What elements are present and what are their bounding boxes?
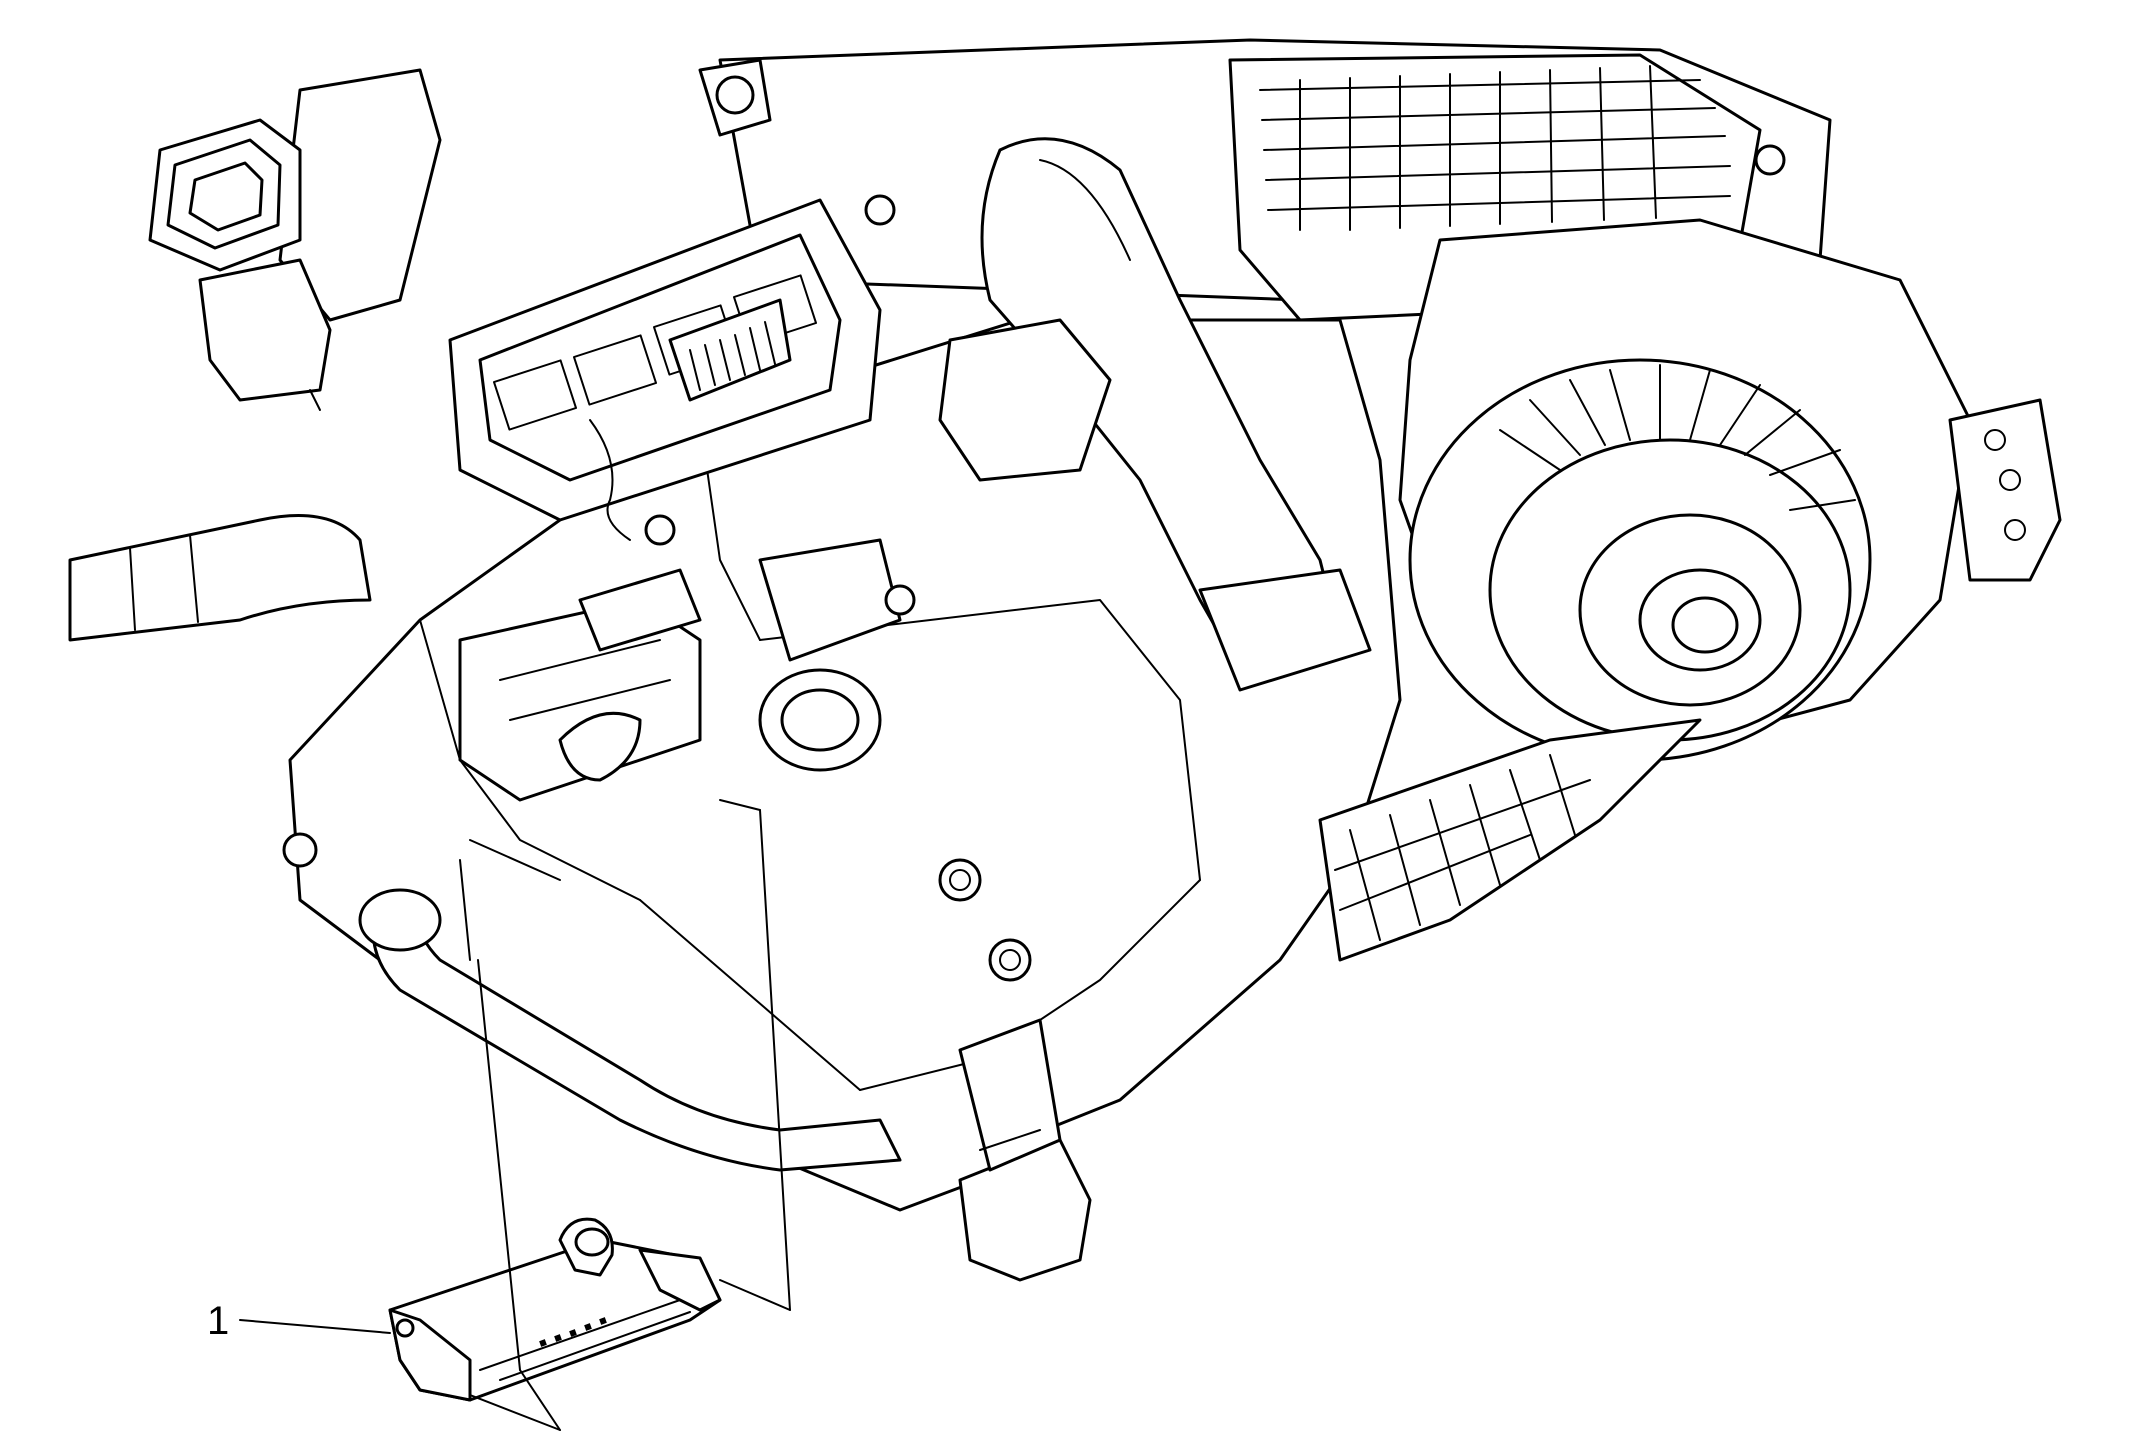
- exploded-part-1: [388, 1217, 722, 1402]
- heater-core-pipe-lower: [358, 668, 902, 1172]
- center-air-duct: [938, 137, 1372, 692]
- callout-1: 1: [207, 1299, 391, 1343]
- callout-1-leader-line: [239, 1319, 391, 1334]
- callout-1-label: 1: [207, 1299, 229, 1343]
- lower-mounting-bracket: [958, 1018, 1092, 1282]
- control-module-connectors: [448, 198, 882, 541]
- heater-hose-left: [68, 514, 372, 642]
- blower-motor-assembly: [1398, 218, 2062, 762]
- fasteners: [282, 144, 1786, 982]
- air-duct-outlet-upper-left: [148, 68, 442, 411]
- front-vent-outlets: [458, 538, 902, 802]
- explosion-alignment-lines: [459, 799, 791, 1431]
- lattice-housing-lower-right: [1318, 718, 1702, 962]
